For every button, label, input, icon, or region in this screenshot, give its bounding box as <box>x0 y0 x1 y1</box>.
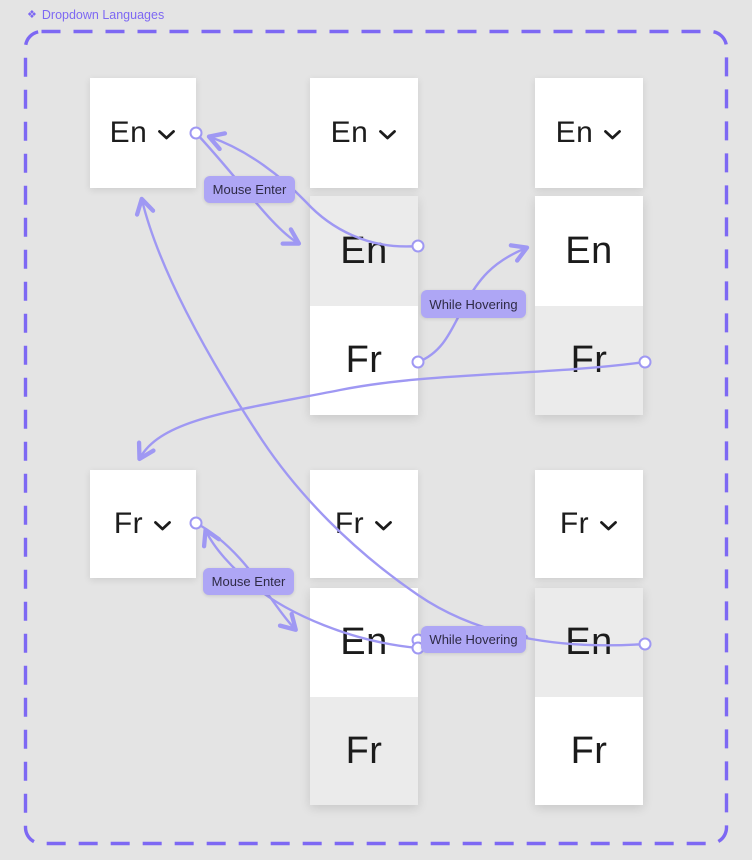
language-button-bottom-middle[interactable]: Fr <box>310 470 418 578</box>
dropdown-bottom-right: En Fr <box>535 588 643 805</box>
language-button-top-right[interactable]: En <box>535 78 643 188</box>
chevron-down-icon <box>153 520 172 532</box>
frame-title-label: Dropdown Languages <box>41 8 165 22</box>
dropdown-top-right: En Fr <box>535 196 643 415</box>
language-button-top-middle[interactable]: En <box>310 78 418 188</box>
frame-title[interactable]: ❖ Dropdown Languages <box>27 7 164 23</box>
component-diamond-icon: ❖ <box>27 8 37 21</box>
chevron-down-icon <box>157 129 176 141</box>
interaction-chip-mouse-enter-bottom[interactable]: Mouse Enter <box>203 568 294 595</box>
button-label: Fr <box>334 507 365 540</box>
dropdown-item-fr[interactable]: Fr <box>535 306 643 415</box>
dropdown-item-en[interactable]: En <box>310 588 418 697</box>
dropdown-top-middle: En Fr <box>310 196 418 415</box>
button-label: En <box>555 116 594 149</box>
button-label: Fr <box>113 507 144 540</box>
dropdown-item-en[interactable]: En <box>535 588 643 697</box>
button-label: Fr <box>559 507 590 540</box>
dropdown-item-fr[interactable]: Fr <box>310 306 418 415</box>
language-button-bottom-left[interactable]: Fr <box>90 470 196 578</box>
dropdown-item-en[interactable]: En <box>310 196 418 306</box>
interaction-chip-while-hovering-bottom[interactable]: While Hovering <box>421 626 526 653</box>
language-button-top-left[interactable]: En <box>90 78 196 188</box>
chevron-down-icon <box>374 520 393 532</box>
dropdown-bottom-middle: En Fr <box>310 588 418 805</box>
interaction-chip-while-hovering-top[interactable]: While Hovering <box>421 290 526 318</box>
dropdown-item-fr[interactable]: Fr <box>310 697 418 805</box>
button-label: En <box>330 116 369 149</box>
dropdown-item-en[interactable]: En <box>535 196 643 306</box>
interaction-chip-mouse-enter-top[interactable]: Mouse Enter <box>204 176 295 203</box>
dropdown-item-fr[interactable]: Fr <box>535 697 643 805</box>
chevron-down-icon <box>599 520 618 532</box>
chevron-down-icon <box>378 129 397 141</box>
button-label: En <box>109 116 148 149</box>
chevron-down-icon <box>603 129 622 141</box>
language-button-bottom-right[interactable]: Fr <box>535 470 643 578</box>
